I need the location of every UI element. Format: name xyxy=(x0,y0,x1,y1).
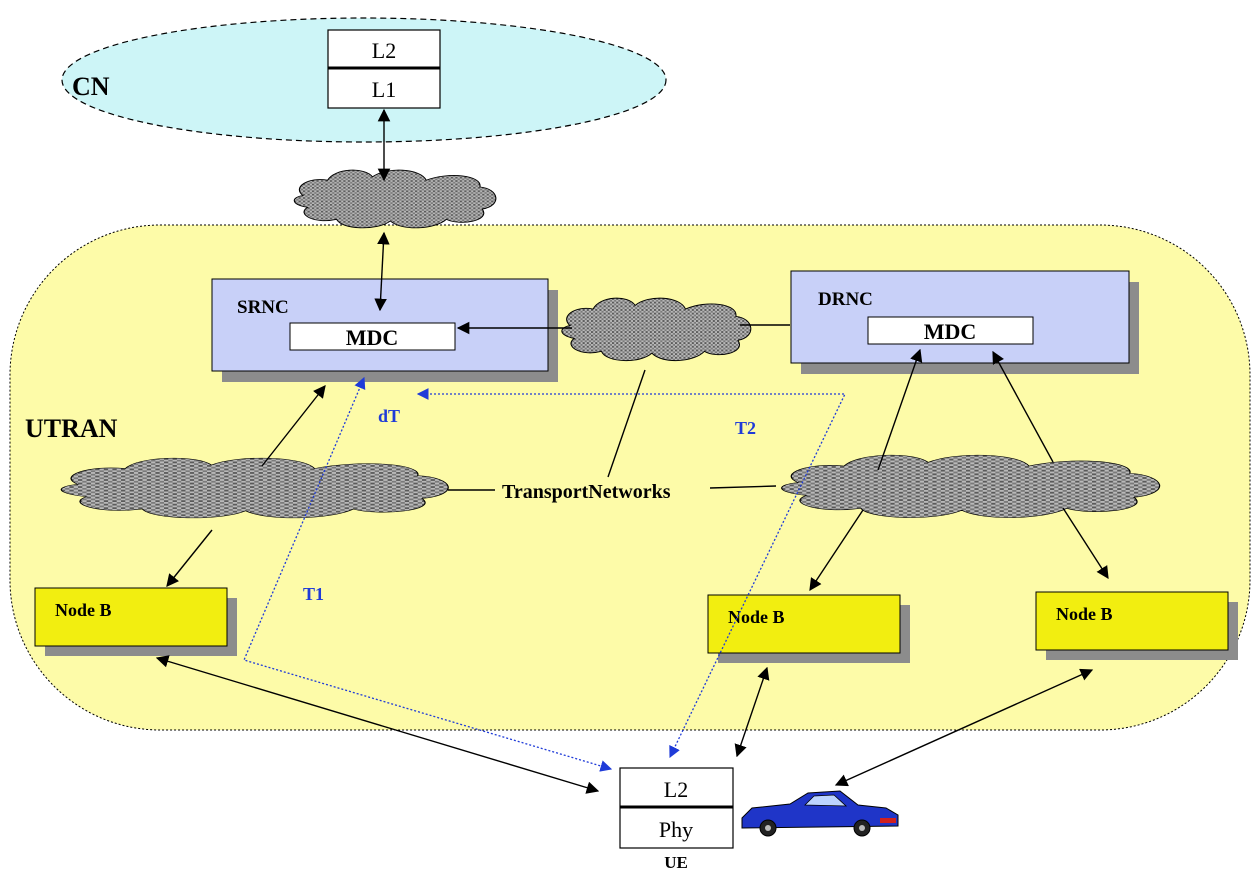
drnc-mdc-label: MDC xyxy=(924,319,977,344)
ue-stack-top: L2 xyxy=(664,777,688,802)
arrow-right-cloud-nodeb-right xyxy=(1062,507,1109,580)
srnc-mdc-label: MDC xyxy=(346,325,399,350)
utran-label: UTRAN xyxy=(25,414,118,443)
node-b-right-label: Node B xyxy=(1056,604,1113,624)
cn-stack-top: L2 xyxy=(372,38,396,63)
cn-protocol-stack: L2 L1 xyxy=(327,29,441,109)
drnc-box: DRNC MDC xyxy=(790,270,1139,374)
srnc-mdc-box xyxy=(289,322,456,351)
car-icon xyxy=(741,790,899,837)
cn-label: CN xyxy=(72,72,110,101)
drnc-mdc-box xyxy=(867,316,1034,345)
cn-stack-bottom: L1 xyxy=(372,77,396,102)
timing-paths xyxy=(243,376,847,772)
srnc-box: SRNC MDC xyxy=(211,278,558,382)
arrow-right-cloud-drnc-b xyxy=(992,350,1054,463)
ue-stack-bottom: Phy xyxy=(659,817,693,842)
arrow-cloud-srnc xyxy=(374,231,390,312)
srnc-label: SRNC xyxy=(237,297,289,318)
node-b-middle-label: Node B xyxy=(728,607,785,627)
transport-networks-label: TransportNetworks xyxy=(502,481,671,503)
node-b-left-label: Node B xyxy=(55,600,112,620)
arrow-right-cloud-drnc-a xyxy=(877,348,923,471)
arrow-right-cloud-nodeb-mid xyxy=(809,509,864,592)
arrow-left-cloud-nodeb xyxy=(166,529,213,587)
node-b-right: Node B xyxy=(1035,591,1238,660)
cloud-cn-link xyxy=(293,169,497,229)
node-b-middle: Node B xyxy=(707,594,910,663)
timing-dt-label: dT xyxy=(378,406,400,426)
arrow-nodeb-mid-ue xyxy=(734,666,770,758)
ue-label: UE xyxy=(664,853,688,872)
timing-t2-label: T2 xyxy=(735,418,756,438)
arrow-nodeb-right-car xyxy=(834,668,1094,787)
ue-protocol-stack: L2 Phy xyxy=(619,767,734,849)
timing-t1-label: T1 xyxy=(303,584,324,604)
callout-right xyxy=(709,485,777,489)
node-b-left: Node B xyxy=(34,587,237,656)
drnc-label: DRNC xyxy=(818,289,873,310)
arrow-left-cloud-srnc xyxy=(261,385,326,467)
